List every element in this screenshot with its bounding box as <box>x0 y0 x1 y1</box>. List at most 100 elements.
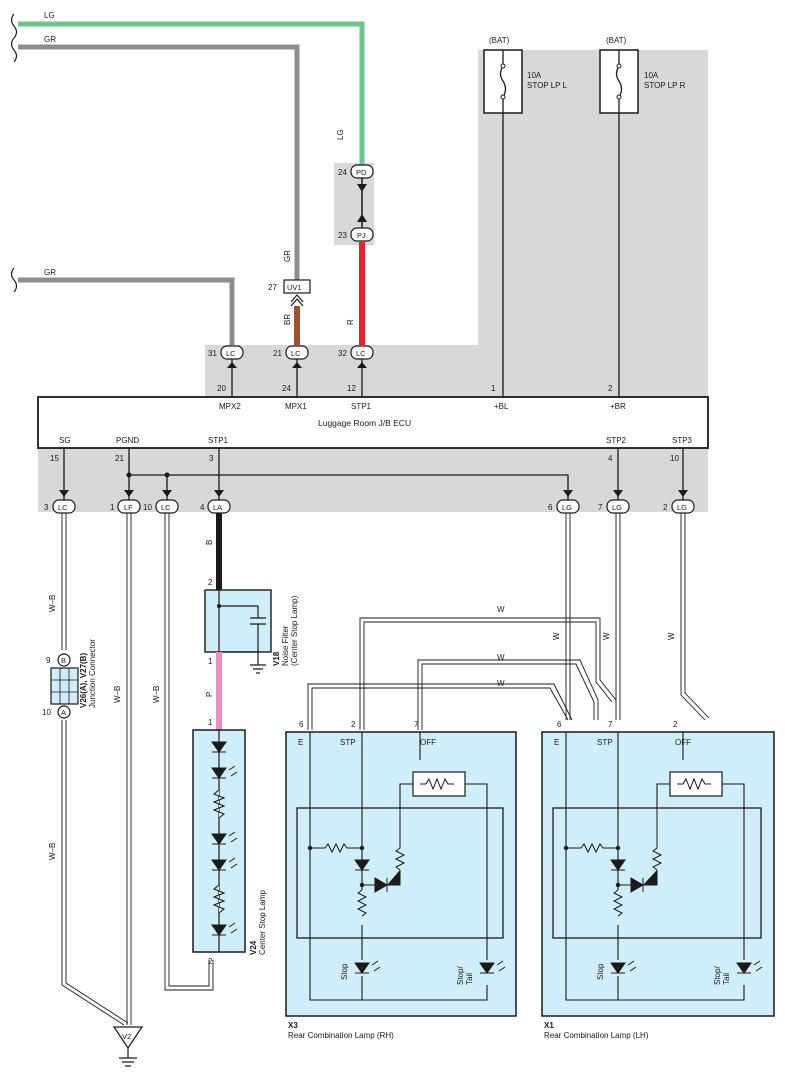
pin-6-lg: 6 <box>548 503 553 512</box>
pin-10-stp3: 10 <box>670 454 679 463</box>
wire-code-wb-3: W–B <box>152 686 161 703</box>
wire-code-r: R <box>346 319 355 325</box>
fuse-left-rating: 10A <box>527 71 542 80</box>
ground-v2-label: V2 <box>122 1032 131 1041</box>
ecu-terminal-stp1-top: STP1 <box>351 402 372 411</box>
lh-stop-label: Stop <box>596 963 605 980</box>
ecu-terminal-bl: +BL <box>494 402 509 411</box>
pin-32: 32 <box>338 349 347 358</box>
pin-2-lh: 2 <box>673 720 678 729</box>
junction-code: V26(A), V27(B) <box>79 653 88 708</box>
wire-code-b: B <box>205 540 214 545</box>
fuse-right-name: STOP LP R <box>644 81 686 90</box>
connector-pj-label: PJ <box>357 231 366 240</box>
pin-2-br: 2 <box>608 384 613 393</box>
wire-br: BR <box>283 306 300 345</box>
lh-name: Rear Combination Lamp (LH) <box>544 1031 649 1040</box>
lh-stop-tail-label-2: Tail <box>722 973 731 985</box>
pin-1-center: 1 <box>208 718 213 727</box>
pin-1-lf: 1 <box>110 503 115 512</box>
wire-gr-mpx1: GR GR <box>18 35 300 280</box>
wire-code-w-2: W <box>497 653 505 662</box>
connector-lc-label: LC <box>161 503 171 512</box>
connector-lc-label: LC <box>226 349 236 358</box>
pin-24: 24 <box>282 384 291 393</box>
pin-27: 27 <box>268 283 277 292</box>
pin-10-lc: 10 <box>143 503 152 512</box>
ecu-output-connectors: 15 21 3 4 10 LC 3 LF 1 LC 10 LA 4 LG 6 L… <box>44 448 695 514</box>
ecu-terminal-sg: SG <box>59 436 71 445</box>
wire-code-gr-lower: GR <box>44 268 56 277</box>
connector-lf-label: LF <box>124 503 133 512</box>
fuse-right-rating: 10A <box>644 71 659 80</box>
pin-12: 12 <box>347 384 356 393</box>
pin-2-lg: 2 <box>663 503 668 512</box>
rear-lamp-lh: 6 7 2 E STP OFF Stop Stop/ Tail X1 Rear … <box>541 720 775 1040</box>
pin-2-filter: 2 <box>208 578 213 587</box>
wire-code-p: P <box>205 692 214 697</box>
rh-code: X3 <box>288 1021 298 1030</box>
wire-gr-mpx2: GR <box>18 268 235 345</box>
rh-terminal-stp: STP <box>340 738 356 747</box>
ecu-input-connectors: LC 31 LC 21 LC 32 20 24 12 <box>208 345 374 397</box>
pin-4-la: 4 <box>200 503 205 512</box>
lh-stop-tail-label-1: Stop/ <box>713 966 722 985</box>
rh-stop-tail-label-1: Stop/ <box>456 966 465 985</box>
pin-7-lh: 7 <box>608 720 613 729</box>
wire-code-w-6: W <box>667 632 676 640</box>
noise-filter-name: Noise Filter <box>281 625 290 666</box>
wire-code-w-1: W <box>497 605 505 614</box>
pin-15: 15 <box>50 454 59 463</box>
rh-stop-label: Stop <box>340 963 349 980</box>
connector-lc-label: LC <box>356 349 366 358</box>
wire-code-w-4: W <box>552 632 561 640</box>
ecu-terminal-stp3: STP3 <box>672 436 693 445</box>
led-icon <box>211 857 238 871</box>
lh-code: X1 <box>544 1021 554 1030</box>
pin-9: 9 <box>46 656 51 665</box>
wire-code-lg-vertical: LG <box>336 129 345 140</box>
ecu-terminal-br: +BR <box>610 402 626 411</box>
connector-lg-label: LG <box>612 503 622 512</box>
connector-pd-label: PD <box>356 168 367 177</box>
led-icon <box>211 922 238 936</box>
wire-code-wb-2: W–B <box>113 686 122 703</box>
pin-1-bl: 1 <box>491 384 496 393</box>
ecu-box: MPX2 MPX1 STP1 +BL +BR Luggage Room J/B … <box>37 396 709 449</box>
center-stop-name: Center Stop Lamp <box>258 890 267 955</box>
led-icon <box>211 741 227 753</box>
wire-code-br: BR <box>283 314 292 325</box>
lh-terminal-e: E <box>554 738 559 747</box>
pin-24-pd: 24 <box>338 168 347 177</box>
noise-filter: 2 V18 Noise Filter (Center Stop Lamp) 1 <box>204 578 299 674</box>
pin-21-pgnd: 21 <box>115 454 124 463</box>
wire-break-symbols <box>10 13 18 293</box>
led-icon <box>610 960 637 974</box>
ecu-terminal-pgnd: PGND <box>116 436 139 445</box>
pin-21: 21 <box>273 349 282 358</box>
wire-p: P 1 <box>205 652 222 730</box>
junction-connector: B 9 A 10 V26(A), V27(B) Junction Connect… <box>42 639 97 719</box>
connector-lg-label: LG <box>677 503 687 512</box>
junction-name: Junction Connector <box>88 639 97 708</box>
wire-code-gr-top: GR <box>44 35 56 44</box>
connector-lc-21: LC 21 <box>273 345 309 397</box>
fuse-right: (BAT) 10A STOP LP R 2 <box>599 36 686 397</box>
connector-pd-pj: PD 24 PJ 23 <box>338 164 374 242</box>
pin-20: 20 <box>217 384 226 393</box>
wire-code-w-3: W <box>497 679 505 688</box>
pin-2-center: 2 <box>208 957 213 966</box>
wire-code-wb-1: W–B <box>48 595 57 612</box>
ecu-terminal-mpx1: MPX1 <box>285 402 307 411</box>
rh-terminal-off: OFF <box>420 738 436 747</box>
connector-lc-32: LC 32 <box>338 345 374 397</box>
ecu-terminal-mpx2: MPX2 <box>219 402 241 411</box>
led-icon <box>736 960 763 974</box>
connector-lc-label: LC <box>291 349 301 358</box>
pin-3: 3 <box>44 503 49 512</box>
led-icon <box>479 960 506 974</box>
fuse-right-source: (BAT) <box>606 36 627 45</box>
wire-code-gr-vertical: GR <box>283 250 292 262</box>
fuse-left-name: STOP LP L <box>527 81 568 90</box>
pin-4-stp2: 4 <box>608 454 613 463</box>
